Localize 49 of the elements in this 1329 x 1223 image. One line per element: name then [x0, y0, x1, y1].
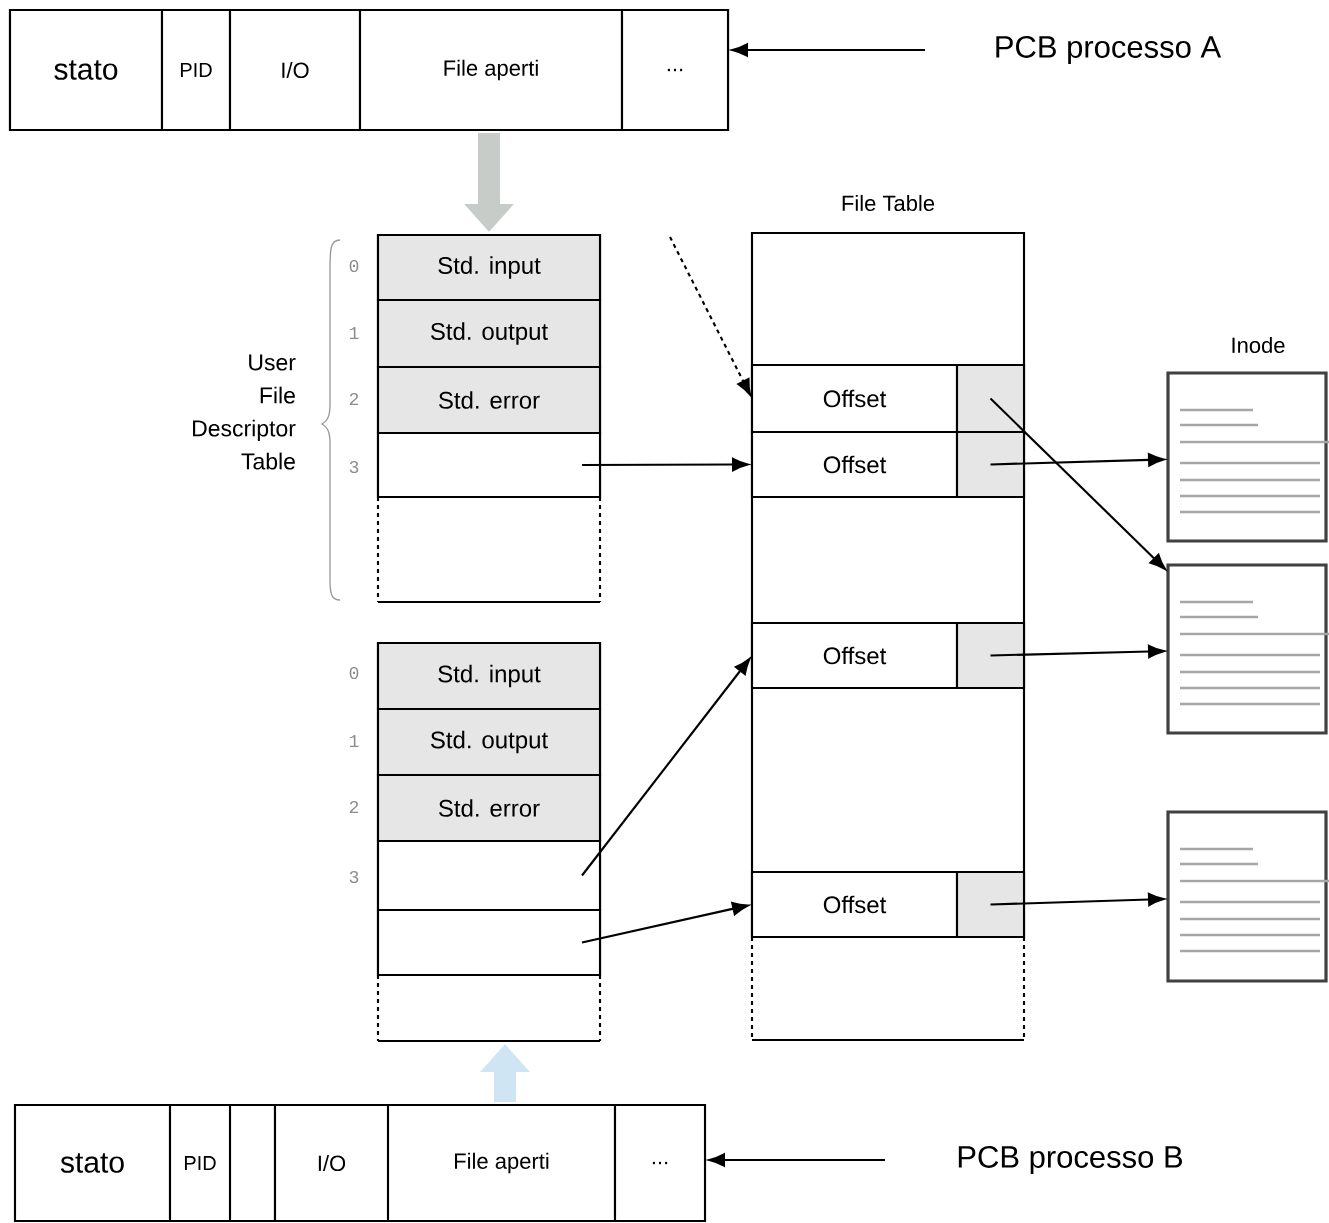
offset-cell: Offset — [750, 363, 959, 434]
descriptor-slot — [376, 431, 602, 499]
row-index: 3 — [349, 870, 359, 884]
arrow — [581, 657, 751, 877]
descriptor-slot — [376, 908, 602, 977]
pcb-label: PCB processo A — [996, 35, 1222, 65]
arrow — [669, 236, 752, 396]
table-label: User File Descriptor Table — [193, 354, 296, 470]
descriptor-cell: Std. input — [376, 641, 602, 711]
pcb-field: I/O — [228, 8, 362, 132]
pointer-cell — [955, 430, 1026, 499]
row-index: 1 — [349, 735, 359, 747]
node-label: File aperti — [455, 1152, 549, 1174]
row-index: 0 — [349, 666, 359, 680]
pcb-field: ... — [613, 1103, 707, 1223]
node-label: I/O — [318, 1154, 346, 1172]
arrow — [990, 644, 1165, 659]
inode-document — [1166, 810, 1329, 983]
pcb-field: stato — [13, 1103, 172, 1223]
pointer-cell — [955, 363, 1026, 434]
arrow — [708, 1153, 885, 1167]
row-index: 1 — [349, 327, 359, 339]
pointer-cell — [955, 621, 1026, 690]
inode-document — [1166, 371, 1329, 543]
arrow — [990, 453, 1165, 467]
pcb-field: PID — [168, 1103, 232, 1223]
descriptor-cell: Std. input — [376, 233, 602, 302]
pcb-field: PID — [160, 8, 232, 132]
descriptor-cell: Std. output — [376, 298, 602, 369]
arrow — [731, 43, 925, 57]
column-heading: Inode — [1232, 336, 1285, 354]
pcb-field: I/O — [273, 1103, 390, 1223]
arrow — [990, 892, 1165, 907]
pointer-cell — [955, 870, 1026, 939]
row-index: 3 — [349, 460, 359, 474]
descriptor-cell: Std. output — [376, 707, 602, 777]
offset-cell: Offset — [750, 430, 959, 499]
inode-document — [1166, 563, 1329, 735]
offset-cell: Offset — [750, 870, 959, 939]
descriptor-cell: Std. error — [376, 365, 602, 435]
pcb-field: ... — [620, 8, 730, 132]
descriptor-cell: Std. error — [376, 773, 602, 843]
arrow — [989, 397, 1166, 570]
row-index: 2 — [349, 800, 359, 813]
row-index: 0 — [349, 259, 359, 273]
row-index: 2 — [349, 392, 359, 405]
descriptor-slot — [376, 839, 602, 912]
pcb-label: PCB processo B — [958, 1145, 1183, 1175]
offset-cell: Offset — [750, 621, 959, 690]
